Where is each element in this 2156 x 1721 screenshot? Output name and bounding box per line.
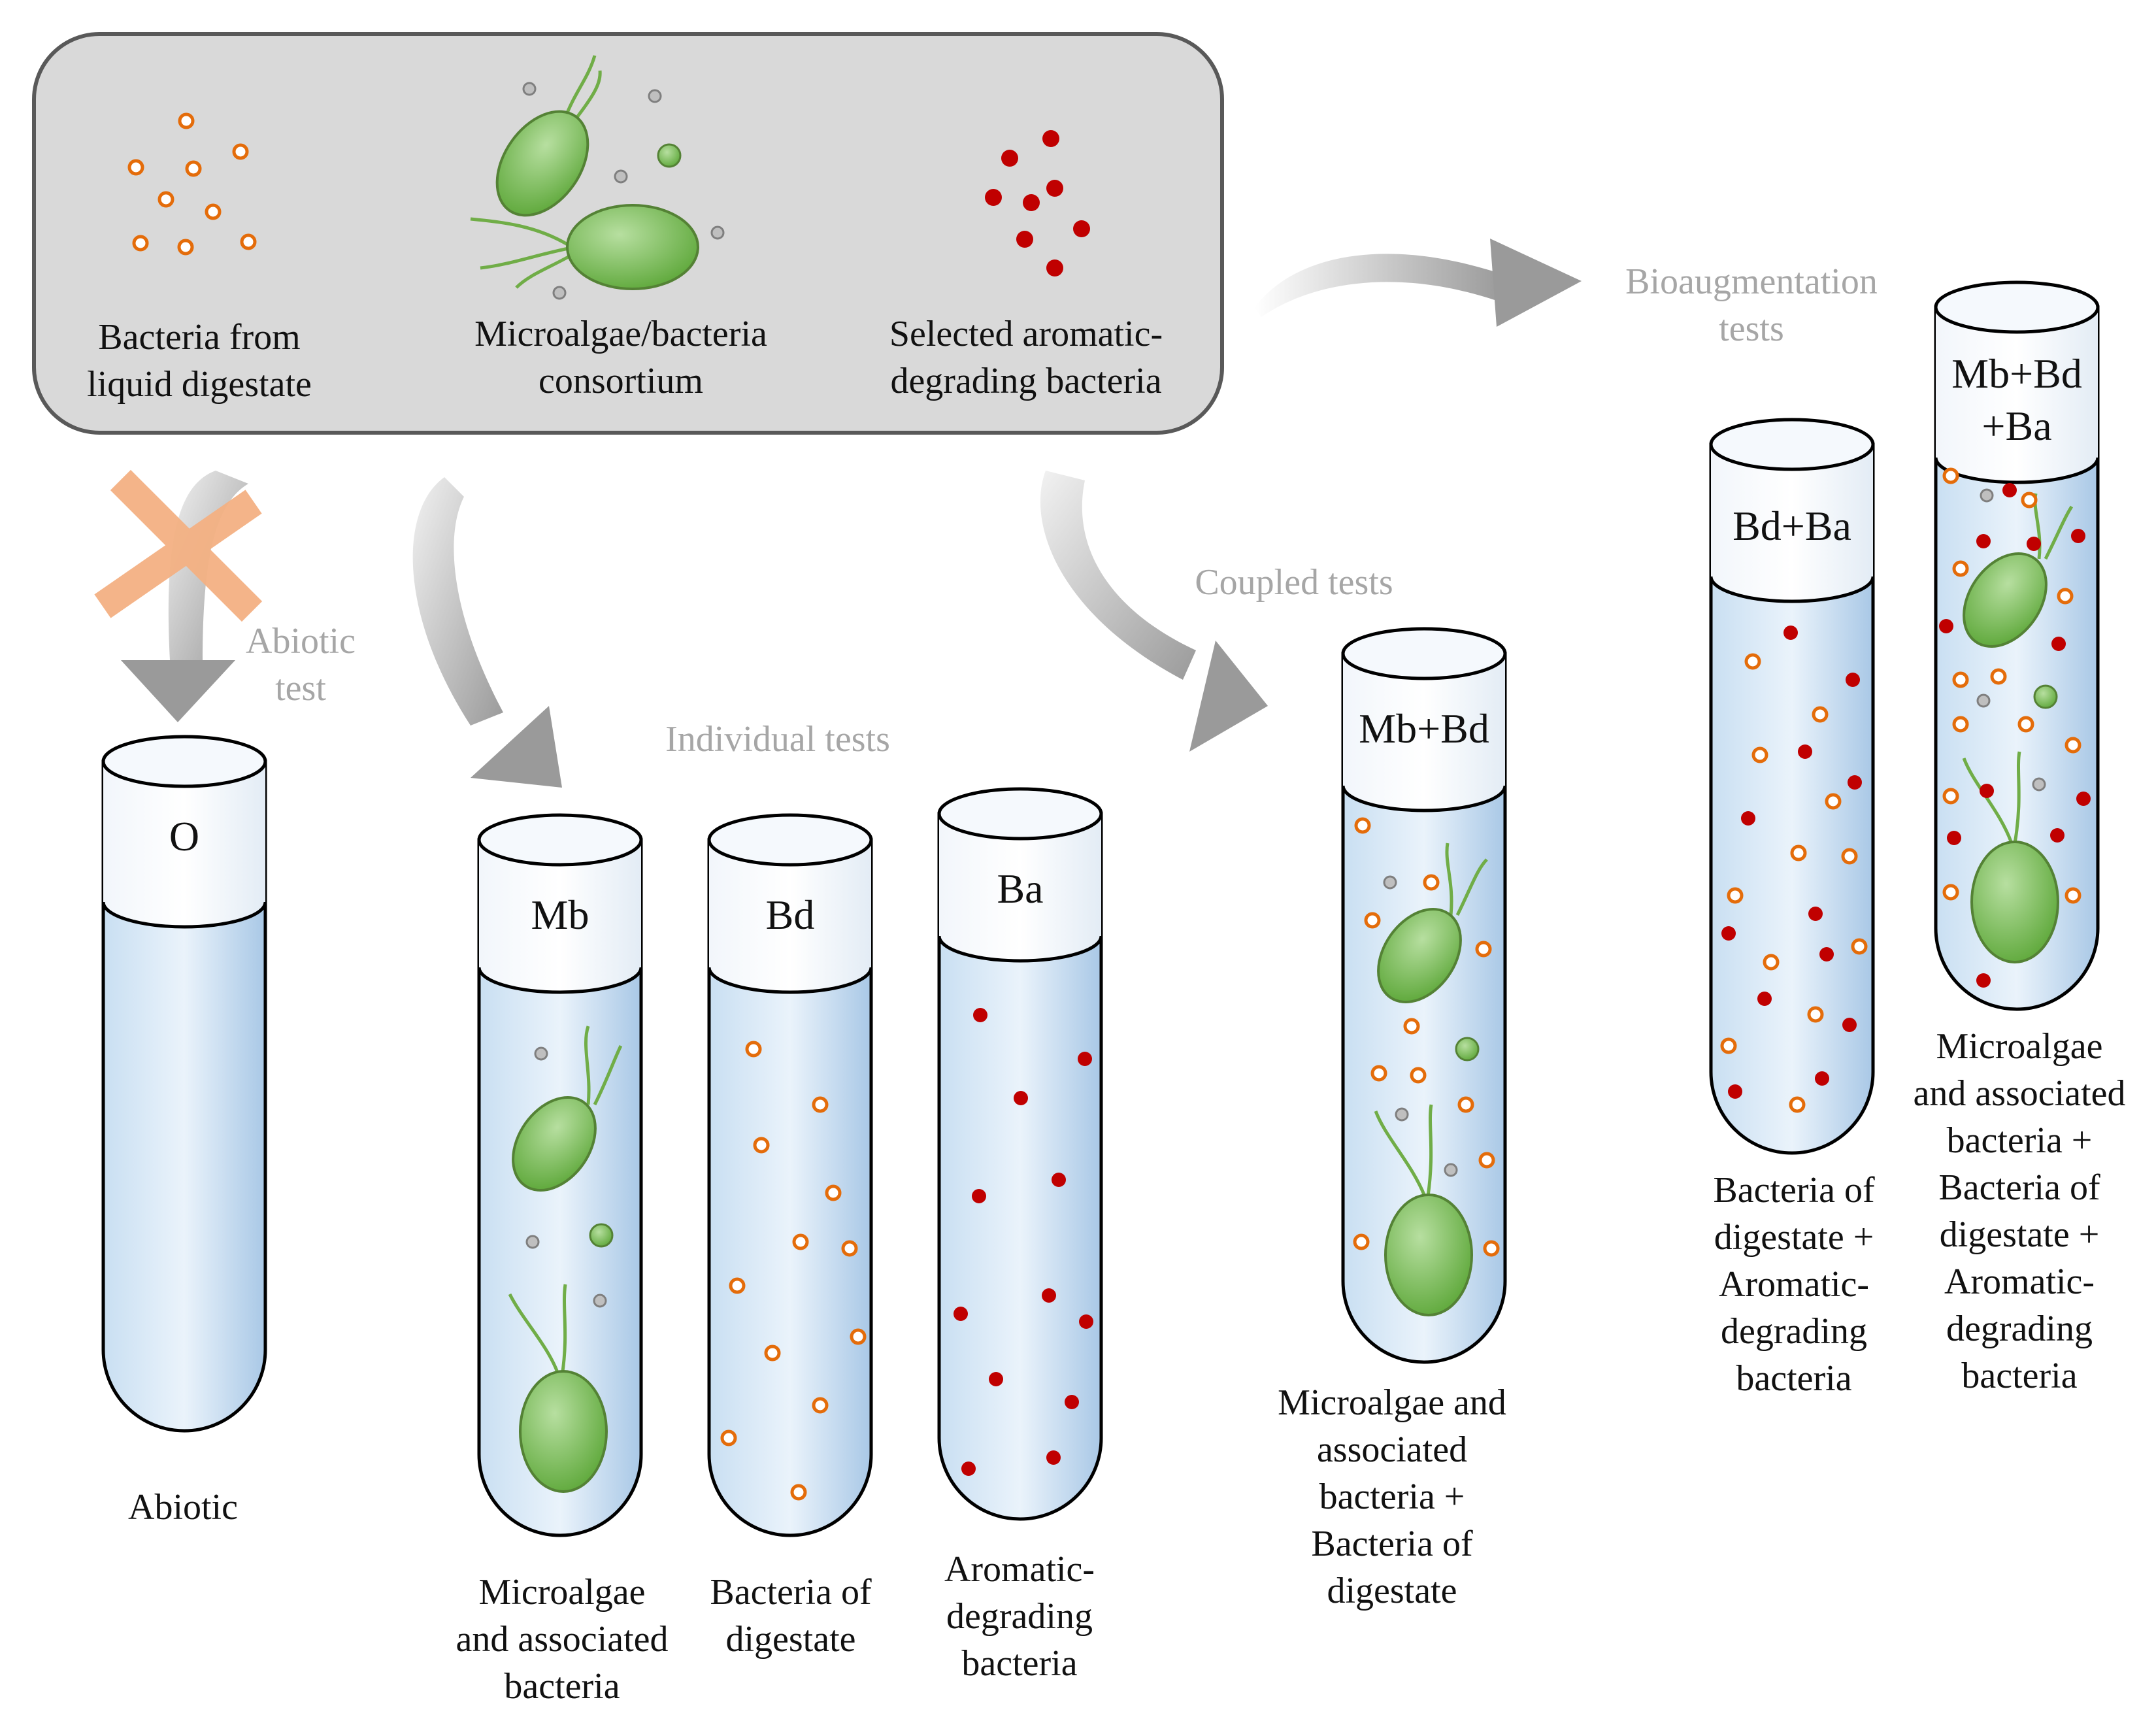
tube-bd <box>707 813 873 1537</box>
tube-code-ba: Ba <box>997 865 1044 912</box>
tube-code-mb-bd-ba: Mb+Bd +Ba <box>1951 350 2082 449</box>
tube-mb-bd <box>1341 627 1507 1364</box>
group-label-individual: Individual tests <box>665 719 890 760</box>
microalgae-consortium-icon <box>470 55 725 300</box>
tube-code-abiotic: O <box>169 813 200 860</box>
curved-arrow-icon <box>1040 471 1268 752</box>
curved-arrow-icon <box>412 477 562 788</box>
group-label-coupled: Coupled tests <box>1195 562 1393 603</box>
tube-caption-ba: Aromatic- degrading bacteria <box>944 1549 1095 1684</box>
group-label-abiotic: Abiotic test <box>246 621 356 709</box>
tube-code-bd-ba: Bd+Ba <box>1733 503 1851 549</box>
tube-code-mb-bd: Mb+Bd <box>1359 705 1489 752</box>
source-label-aromatic-bacteria: Selected aromatic- degrading bacteria <box>889 314 1163 401</box>
tube-code-bd: Bd <box>765 892 815 938</box>
tube-bd-ba <box>1709 418 1875 1155</box>
group-label-bioaugmentation: Bioaugmentation tests <box>1625 261 1878 349</box>
tube-caption-mb: Microalgae and associated bacteria <box>456 1572 669 1707</box>
tube-caption-mb-bd: Microalgae and associated bacteria + Bac… <box>1278 1382 1506 1611</box>
tube-caption-abiotic: Abiotic <box>128 1487 238 1528</box>
source-label-bacteria-digestate: Bacteria from liquid digestate <box>87 317 312 405</box>
tube-abiotic <box>101 735 267 1433</box>
tube-caption-bd: Bacteria of digestate <box>710 1572 872 1660</box>
tube-code-mb: Mb <box>531 892 589 938</box>
tube-mb <box>477 813 643 1537</box>
curved-arrow-icon <box>121 471 248 722</box>
aromatic-bacteria-cluster <box>985 130 1090 276</box>
cross-icon <box>94 469 263 622</box>
tube-ba <box>937 787 1103 1521</box>
tube-mb-bd-ba <box>1934 280 2100 1011</box>
curved-arrow-icon <box>1255 239 1582 327</box>
source-label-microalgae-consortium: Microalgae/bacteria consortium <box>474 314 767 401</box>
tube-caption-bd-ba: Bacteria of digestate + Aromatic- degrad… <box>1713 1170 1875 1399</box>
digestate-bacteria-cluster <box>127 112 257 256</box>
tube-caption-mb-bd-ba: Microalgae and associated bacteria + Bac… <box>1913 1026 2126 1396</box>
